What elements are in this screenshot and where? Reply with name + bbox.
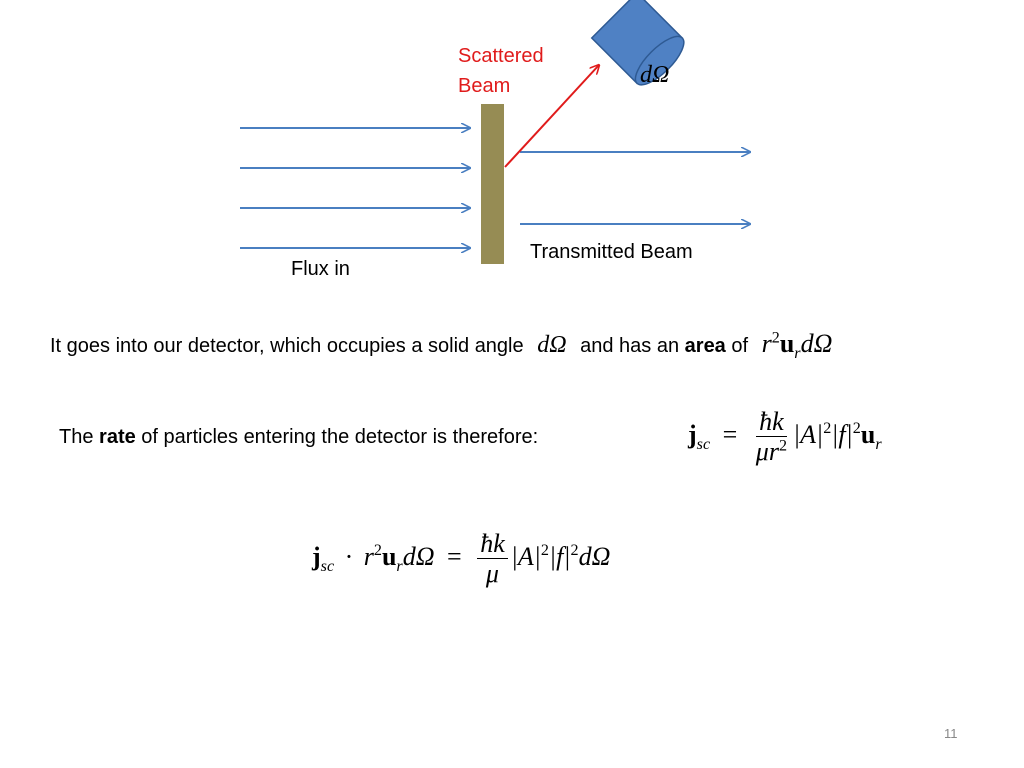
detector-solid-angle-label: dΩ (640, 62, 670, 88)
flux-density-equation: jsc = ħk μr2 |A|2|f|2ur (688, 407, 882, 467)
transmitted-beam-label: Transmitted Beam (530, 241, 693, 263)
detector-sentence-part1: It goes into our detector, which occupie… (50, 335, 524, 357)
solid-angle-symbol: dΩ (537, 332, 567, 358)
rate-fraction: ħk μ (477, 530, 508, 588)
flux-fraction: ħk μr2 (755, 407, 787, 467)
detector-icon (590, 0, 685, 86)
area-bold-word: area (684, 335, 726, 357)
scattered-arrow (504, 65, 599, 168)
detector-sentence: It goes into our detector, which occupie… (50, 329, 832, 363)
rate-sentence: The rate of particles entering the detec… (59, 426, 539, 448)
flux-in-label: Flux in (291, 258, 350, 280)
detector-sentence-part3: of (731, 335, 749, 357)
scattered-beam-label: Scattered Beam (458, 45, 544, 97)
rate-equation: jsc · r2urdΩ = ħk μ |A|2|f|2dΩ (312, 529, 611, 589)
area-expression: r2urdΩ (761, 329, 833, 363)
rate-bold-word: rate (99, 426, 136, 448)
target-slab (481, 104, 504, 264)
page-number: 11 (944, 726, 958, 741)
detector-sentence-part2: and has an (580, 335, 680, 357)
